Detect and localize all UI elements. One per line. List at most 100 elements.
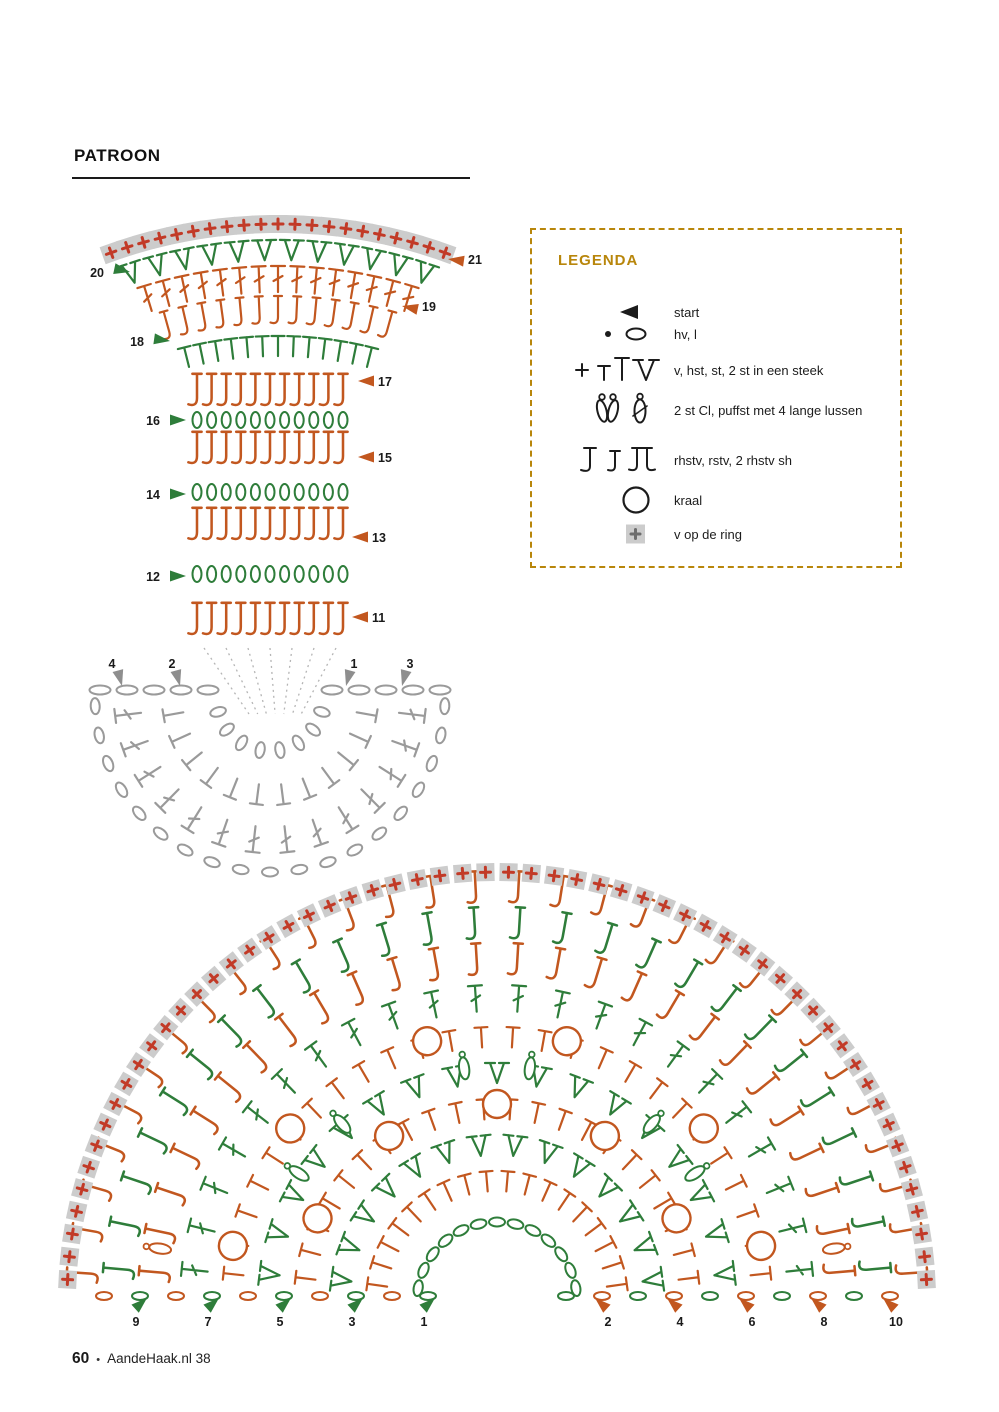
row-marker-arrow (811, 1298, 827, 1313)
stitch-T (207, 339, 223, 362)
stitch-T (653, 1191, 676, 1210)
stitch-st (340, 1017, 362, 1047)
stitch-T (376, 1235, 400, 1253)
stitch-V (704, 1218, 730, 1244)
stitch-bead (688, 1113, 719, 1144)
stitch-bead (302, 1203, 333, 1234)
stitch-hook (745, 1071, 781, 1095)
stitch-square (296, 903, 321, 928)
stitch-hook (318, 372, 335, 407)
stitch-chain (557, 1291, 575, 1301)
stitch-hook (788, 1142, 825, 1161)
stitch-hook (201, 506, 218, 541)
stitch-square (384, 873, 406, 896)
stitch-square (914, 1246, 935, 1267)
stitch-st (384, 277, 402, 307)
stitch-square (237, 937, 263, 963)
stitch-V (115, 258, 141, 284)
row-marker-label: 6 (749, 1315, 756, 1329)
stitch-chain (346, 843, 364, 857)
stitch-hook (290, 958, 311, 994)
stitch-square (317, 894, 342, 918)
stitch-T (417, 1188, 437, 1211)
stitch-T (286, 334, 302, 358)
stitch-V (441, 1063, 467, 1088)
row-marker-arrow (883, 1298, 899, 1313)
stitch-st (365, 273, 383, 303)
stitch-chain (371, 826, 388, 841)
stitch-T (456, 1172, 472, 1196)
stitch-T (293, 1269, 317, 1285)
stitch-chainv (209, 706, 227, 718)
stitch-chain (115, 684, 139, 696)
stitch-T (254, 334, 270, 358)
stitch-hook (743, 1014, 778, 1041)
stitch-T (234, 1203, 258, 1219)
page-footer: 60 • AandeHaak.nl 38 (72, 1350, 211, 1368)
stitch-T (351, 1060, 370, 1083)
row-marker-label: 5 (277, 1315, 284, 1329)
stitch-T (298, 1242, 322, 1258)
stitch-chain (469, 1218, 488, 1230)
stitch-T (401, 1201, 422, 1223)
stitch-square (609, 879, 633, 902)
stitch-T (301, 335, 318, 359)
stitch-chainv (305, 722, 322, 737)
stitch-chainv (249, 411, 261, 429)
stitch-V (306, 239, 333, 263)
stitch-chain (506, 1218, 525, 1230)
stitch-bead (661, 1203, 692, 1234)
stitch-chain (773, 1291, 791, 1301)
stitch-bead (589, 1120, 621, 1152)
stitch-T (724, 1173, 748, 1191)
stitch-hook (804, 1181, 841, 1198)
stitch-bead (217, 1230, 249, 1262)
title-underline (72, 177, 470, 179)
start-arrow-icon (546, 292, 664, 332)
stitch-T (351, 1149, 373, 1171)
stitch-square (168, 997, 194, 1024)
stitch-hook (269, 294, 284, 325)
stitch-puff (642, 1109, 665, 1134)
stitch-chain (417, 1261, 430, 1279)
legend-item-single-half-double-2st: v, hst, st, 2 st in een steek (546, 350, 823, 390)
stitch-hook (169, 1142, 201, 1171)
stitch-square (631, 885, 655, 910)
stitch-chainv (206, 411, 218, 429)
stitch-hook (274, 506, 291, 541)
stitch-st (270, 1068, 296, 1094)
stitch-T (387, 1216, 410, 1237)
legend-item-slipstitch-chain: hv, l (546, 314, 697, 354)
stitch-chain (809, 1291, 827, 1301)
stitch-V (335, 1230, 361, 1256)
stitch-V (668, 1143, 694, 1168)
row-marker-label: 21 (468, 253, 482, 267)
stitch-hook (216, 1014, 243, 1048)
stitch-st (211, 267, 228, 297)
stitch-square (866, 1091, 891, 1117)
stitch-hook (332, 937, 350, 974)
stitch-T (161, 708, 185, 724)
legend-item-label: kraal (674, 492, 703, 508)
stitch-chain (439, 697, 451, 716)
stitch-square (417, 236, 441, 259)
stitch-hook (230, 372, 247, 407)
stitch-hook (101, 1261, 136, 1281)
stitch-square (843, 1052, 868, 1077)
stitch-hook (375, 921, 391, 958)
stitch-square (58, 1270, 78, 1289)
stitch-st (133, 765, 162, 788)
stitch-hook (308, 989, 330, 1025)
stitch-chain (570, 1279, 582, 1298)
join-dotted-line (247, 647, 268, 715)
stitch-st (303, 1040, 328, 1068)
stitch-hook (506, 941, 525, 976)
stitch-V (398, 1152, 422, 1178)
stitch-hook (289, 430, 306, 465)
stitch-chain (261, 866, 279, 878)
row-marker-label: 15 (378, 451, 392, 465)
stitch-V (142, 251, 168, 277)
stitch-hook (177, 304, 189, 336)
stitch-square (84, 1134, 109, 1158)
stitch-st (250, 265, 267, 294)
